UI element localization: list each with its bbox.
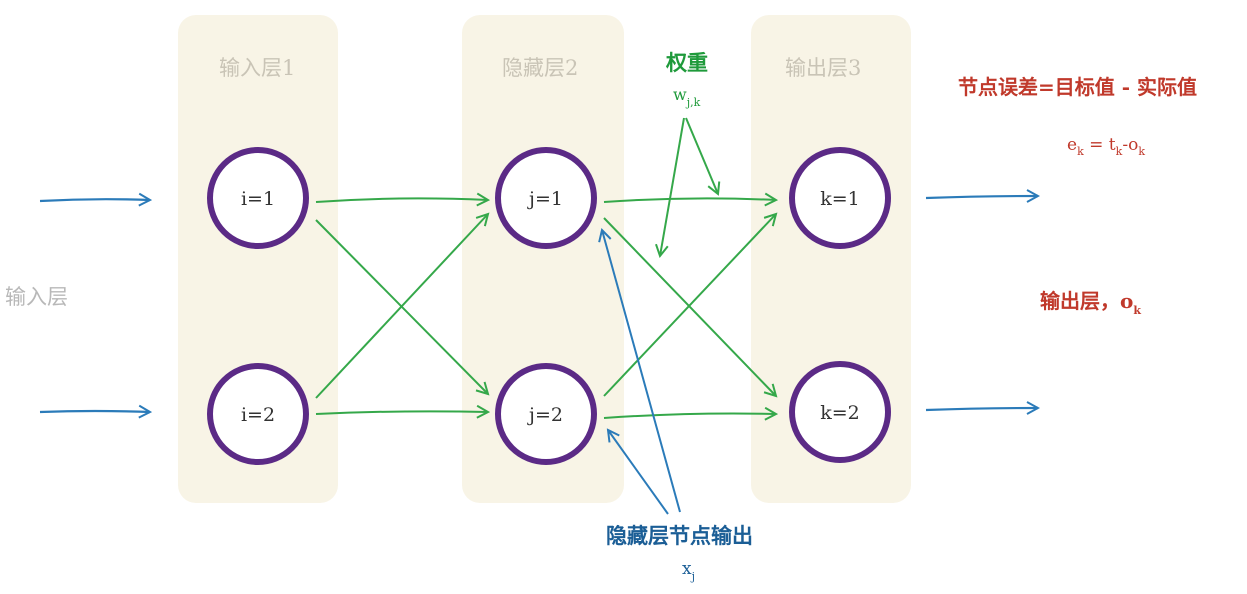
node-i2-label: i=2 [241,404,275,426]
node-k1-label: k=1 [820,188,860,210]
hidden-output-pointer-2 [608,430,669,515]
input-arrow-2 [39,411,150,412]
link-j1-k2 [603,217,776,396]
output-label: 输出层，ok [1040,289,1141,317]
input-arrow-1 [39,199,150,201]
node-j1: j=1 [495,147,597,249]
node-i1: i=1 [207,147,309,249]
error-t: t [1109,135,1116,155]
input-layer-panel [178,15,338,503]
error-e: e [1067,135,1077,155]
node-k2-label: k=2 [820,402,860,424]
hidden-output-pointer-1 [602,230,681,513]
error-title: 节点误差=目标值 - 实际值 [958,75,1197,99]
node-j2-label: j=2 [527,404,563,426]
error-o: o [1128,135,1138,155]
hidden-output-letter: x [682,559,692,579]
node-i1-label: i=1 [241,188,275,210]
output-label-sub: k [1133,304,1141,317]
node-i2: i=2 [207,363,309,465]
link-j2-k2 [603,414,776,419]
hidden-output-subscript: j [690,570,695,583]
error-formula: ek = tk-ok [1067,135,1145,158]
error-equals: = [1084,135,1109,155]
node-k1: k=1 [789,147,891,249]
link-i1-j1 [315,198,488,202]
left-input-label: 输入层 [5,285,68,309]
hidden-output-symbol: xj [682,559,695,583]
link-i2-j1 [315,214,488,399]
hidden-layer-title: 隐藏层2 [502,56,578,80]
weight-symbol-letter: w [673,85,687,104]
output-label-text: 输出层，o [1040,289,1133,313]
error-e-sub: k [1077,145,1084,158]
node-j1-label: j=1 [527,188,563,210]
link-j1-k1 [603,198,776,202]
node-j2: j=2 [495,363,597,465]
error-t-sub: k [1116,145,1123,158]
weight-pointer-2 [660,117,685,256]
link-j2-k1 [603,214,776,397]
weight-symbol: wj,k [673,85,701,109]
hidden-output-title: 隐藏层节点输出 [606,523,753,548]
weight-title: 权重 [665,50,708,75]
output-layer-title: 输出层3 [785,56,861,80]
weight-subscript: j,k [685,96,701,109]
node-k2: k=2 [789,361,891,463]
output-arrow-1 [925,196,1038,198]
link-i2-j2 [315,411,488,414]
output-arrow-2 [925,408,1038,410]
error-minus: - [1122,135,1128,155]
input-layer-title: 输入层1 [219,56,295,80]
weight-pointer-1 [685,117,718,194]
error-o-sub: k [1138,145,1145,158]
